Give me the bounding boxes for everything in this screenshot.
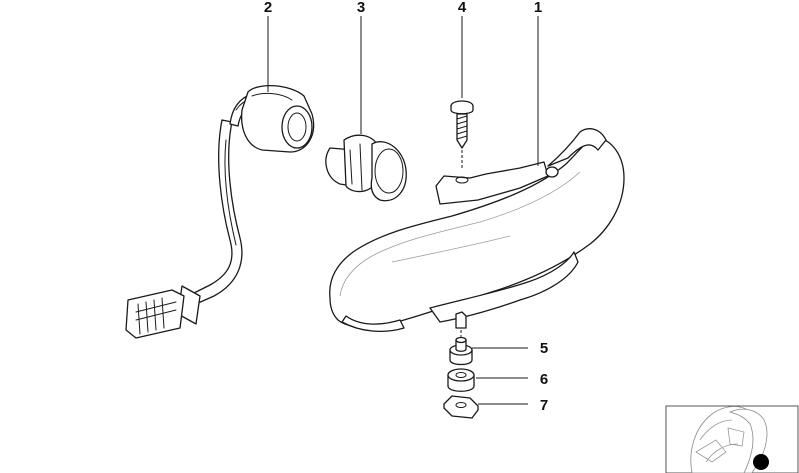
callout-1: 1 bbox=[534, 0, 542, 16]
leader-lines bbox=[267, 16, 539, 405]
location-marker-dot bbox=[753, 454, 769, 470]
callout-7: 7 bbox=[540, 397, 548, 414]
lamp-housing-part-1[interactable] bbox=[329, 128, 625, 332]
callout-5: 5 bbox=[540, 340, 548, 357]
callout-6: 6 bbox=[540, 371, 548, 388]
vehicle-location-thumbnail bbox=[665, 405, 799, 473]
callouts: 2 3 4 1 5 6 7 bbox=[264, 0, 548, 414]
nut-part-5[interactable] bbox=[449, 336, 473, 366]
screw-part-4[interactable] bbox=[450, 100, 474, 149]
socket-with-wiring-part-2[interactable] bbox=[125, 84, 315, 339]
callout-2: 2 bbox=[264, 0, 272, 16]
callout-4: 4 bbox=[458, 0, 467, 16]
ring-part-6[interactable] bbox=[447, 368, 475, 392]
bulb-part-3[interactable] bbox=[325, 134, 407, 202]
clip-part-7[interactable] bbox=[443, 395, 479, 419]
callout-3: 3 bbox=[357, 0, 365, 16]
